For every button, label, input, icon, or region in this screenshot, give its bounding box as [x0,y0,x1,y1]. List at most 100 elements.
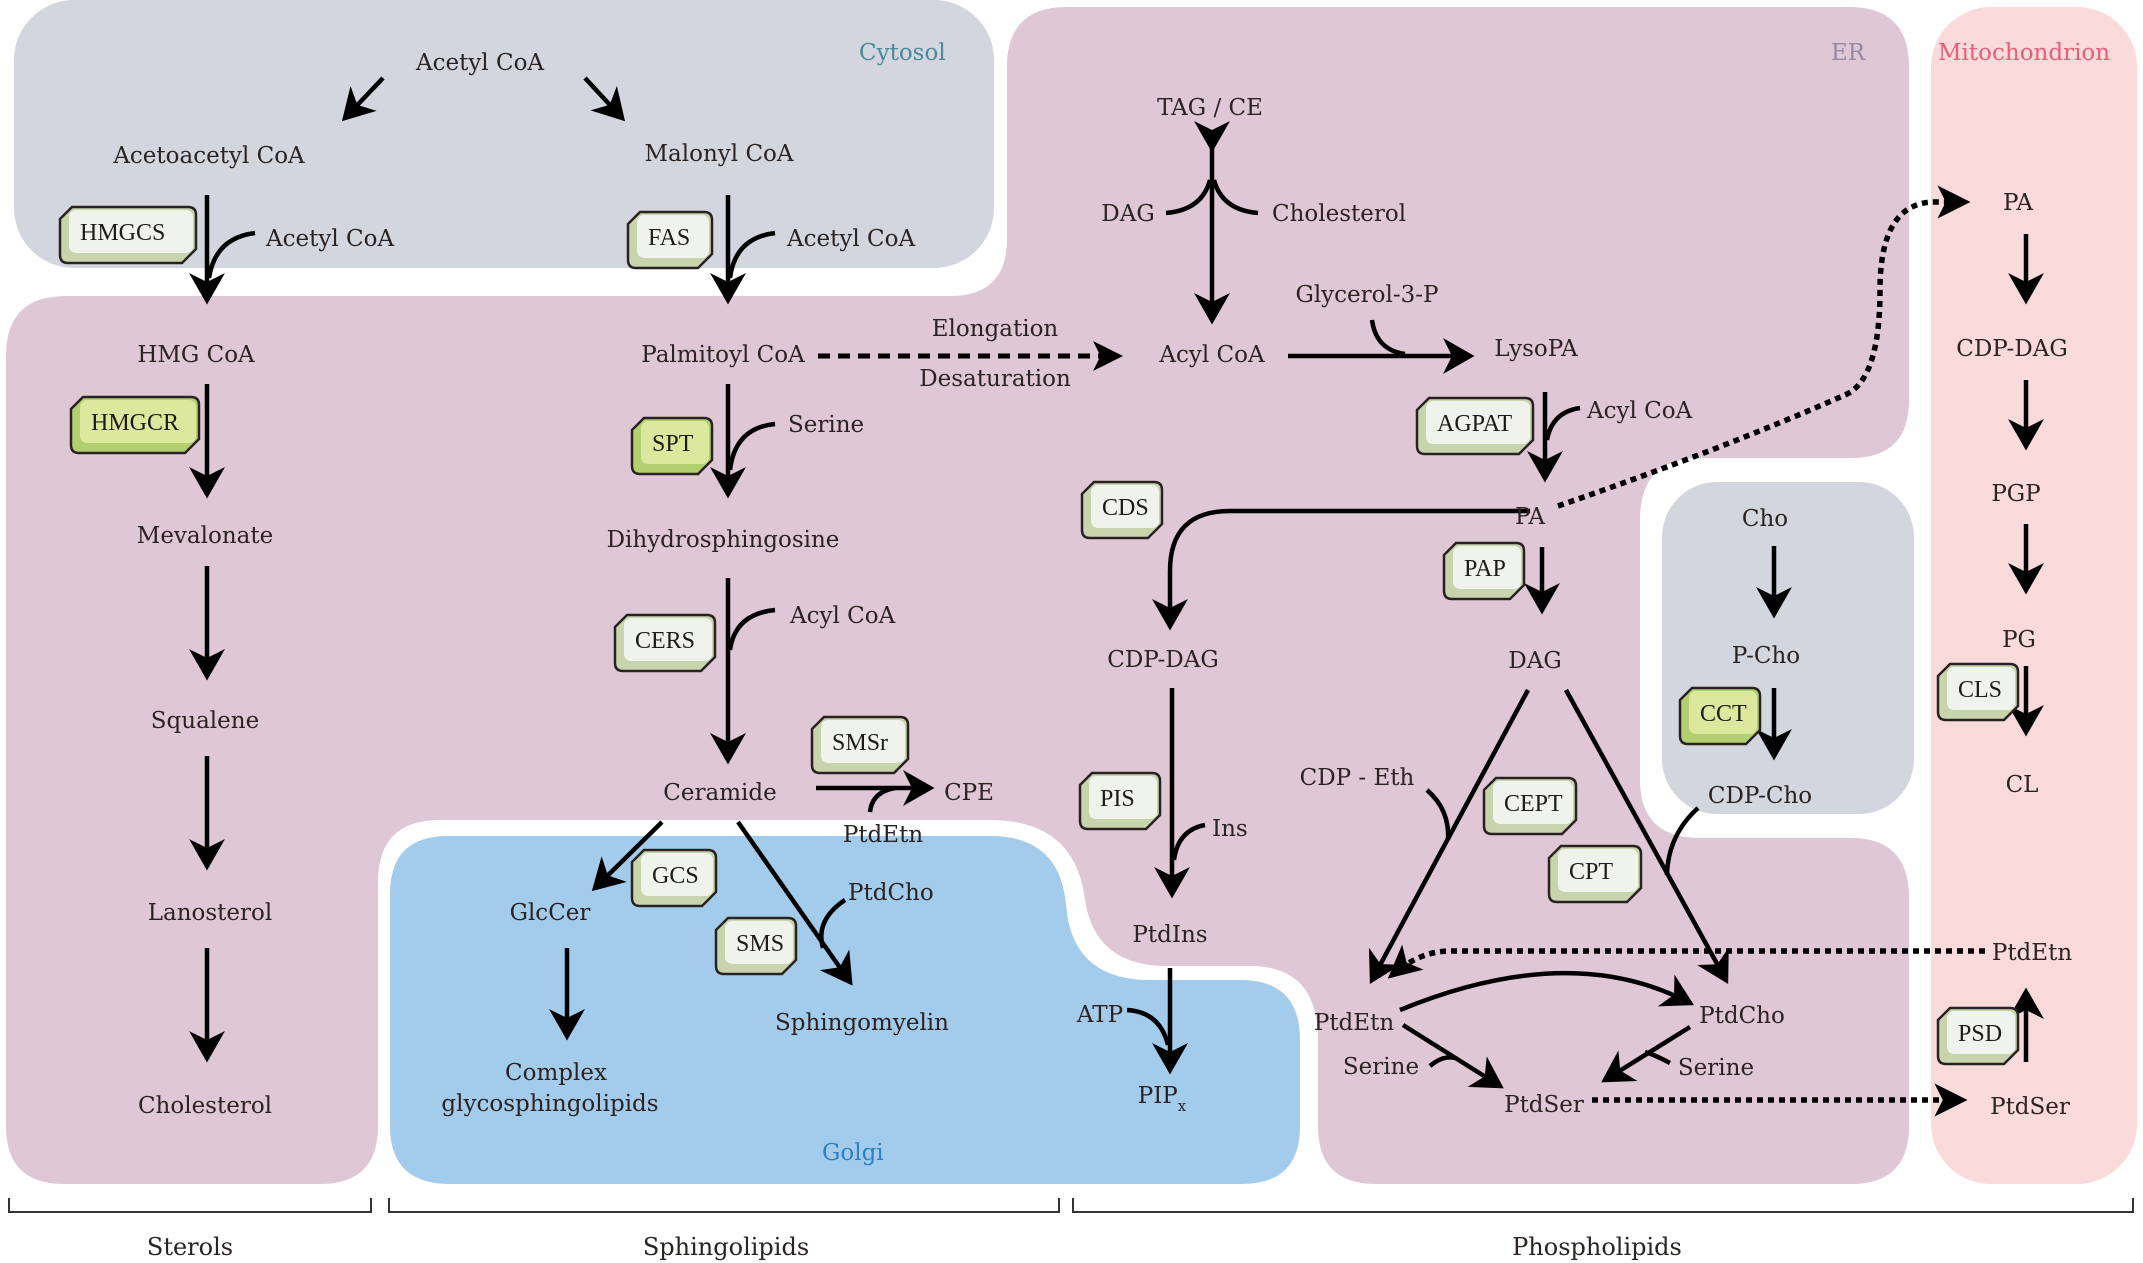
arrow-acyl-coa-join-agpat [1544,405,1581,441]
metabolite-tag-ce: TAG / CE [1157,95,1263,121]
metabolite-glycerol-3-p: Glycerol-3-P [1295,282,1438,308]
enzyme-box-face [821,720,905,763]
enzyme-box-face [641,421,709,464]
arrow-atp-join [1126,1007,1171,1046]
enzyme-label: CDS [1102,495,1149,521]
metabolite-ptdcho-sms: PtdCho [848,880,934,906]
region-label-er: ER [1831,40,1866,66]
enzyme-label: SMS [736,931,784,957]
arrow-serine-right-join [1644,1049,1672,1065]
enzyme-label: PIS [1100,786,1135,812]
arrow-ins-join-pis [1171,822,1206,861]
arrow-cdp-eth-join [1425,788,1451,841]
arrow-ceramide-to-glccer [591,820,664,892]
enzyme-label: CPT [1569,859,1613,885]
metabolite-acyl-coa-cers: Acyl CoA [789,603,896,629]
metabolite-cl: CL [2006,772,2039,798]
enzyme-box-face [641,853,713,896]
enzyme-label: SPT [652,431,694,457]
metabolite-glycosphingolipids: glycosphingolipids [441,1091,658,1117]
category-phospholipids: Phospholipids [1512,1233,1682,1261]
metabolite-ptdins: PtdIns [1132,922,1207,948]
arrow-cholesterol-join-ce [1211,179,1259,216]
enzyme-label: HMGCS [80,220,165,246]
metabolite-acyl-coa-er: Acyl CoA [1158,342,1265,368]
metabolite-acetyl-coa-hmgcs: Acetyl CoA [265,226,394,252]
enzyme-label: FAS [648,225,690,251]
metabolite-acetoacetyl-coa: Acetoacetyl CoA [112,143,305,169]
metabolite-ptdser-mito: PtdSer [1990,1094,2070,1120]
region-label-cytosol: Cytosol [859,40,946,66]
enzyme-box-face [69,210,193,253]
metabolite-cdp-eth: CDP - Eth [1300,765,1415,791]
arrow-cdp-cho-join [1664,806,1700,876]
arrow-acetyl-to-acetoacetyl [341,76,385,122]
metabolites: Acetyl CoA Acetoacetyl CoA Malonyl CoA A… [112,50,2072,1120]
category-sphingolipids: Sphingolipids [643,1233,809,1261]
region-golgi [390,836,1300,1184]
metabolite-acetyl-coa-fas: Acetyl CoA [786,226,915,252]
category-brackets: Sterols Sphingolipids Phospholipids [8,1198,2134,1261]
metabolite-ptdcho-er: PtdCho [1699,1003,1785,1029]
arrow-pa-to-cdp-dag [1152,508,1530,631]
metabolite-lysopa: LysoPA [1494,336,1578,362]
enzyme-label: SMSr [832,730,888,756]
enzyme-agpat: AGPAT [1415,396,1535,456]
arrow-ptdetn-to-ptdcho [1399,971,1694,1013]
metabolite-ptdetn-mito: PtdEtn [1992,940,2072,966]
enzyme-cpt: CPT [1547,844,1643,904]
metabolite-lanosterol: Lanosterol [148,900,273,926]
enzyme-cct: CCT [1678,686,1762,746]
enzyme-box-face [637,215,709,258]
enzyme-pap: PAP [1442,541,1526,601]
enzyme-hmgcr: HMGCR [69,395,201,455]
arrow-ptdcho-join-sms [819,898,847,949]
region-label-golgi: Golgi [822,1140,884,1166]
bracket-sphingolipids [388,1198,1060,1213]
enzyme-label: PSD [1958,1021,2002,1047]
metabolite-ins: Ins [1212,816,1248,842]
enzyme-label: CLS [1958,677,2002,703]
enzyme-box-face [725,921,793,964]
metabolite-atp: ATP [1076,1002,1123,1028]
metabolite-mevalonate: Mevalonate [137,523,273,549]
region-label-mitochondrion: Mitochondrion [1938,40,2110,66]
metabolite-ptdser-er: PtdSer [1504,1092,1584,1118]
metabolite-glccer: GlcCer [510,900,591,926]
metabolite-hmg-coa: HMG CoA [137,342,255,368]
metabolite-sphingomyelin: Sphingomyelin [775,1010,949,1036]
arrow-glycerol3p-join [1369,319,1406,357]
arrow-acyl-coa-join-cers [727,607,776,651]
metabolite-cho: Cho [1742,506,1788,532]
arrow-ptdetn-mito-to-er [1387,944,1985,979]
enzyme-hmgcs: HMGCS [58,205,198,265]
region-mitochondrion [1931,7,2137,1184]
metabolite-pgp: PGP [1991,481,2040,507]
arrows [189,76,2044,1117]
metabolite-pa-er: PA [1515,504,1545,530]
arrow-pa-er-to-mito [1557,185,1971,509]
enzyme-label: CERS [635,628,695,654]
metabolite-acetyl-coa: Acetyl CoA [415,50,544,76]
enzyme-box-face [1947,667,2015,710]
arrow-serine-join-spt [727,421,776,471]
enzyme-sms: SMS [714,916,798,976]
region-er [6,7,1909,1184]
metabolite-pipx: PIPx [1138,1083,1187,1115]
enzyme-box-face [1493,781,1573,824]
arrow-acetyl-coa-join-hmgcs [206,230,256,279]
arrow-acetyl-to-malonyl [583,76,626,122]
enzyme-cers: CERS [613,613,717,673]
region-cytosol-top [14,0,994,268]
enzyme-psd: PSD [1936,1006,2020,1066]
enzyme-label: CEPT [1504,791,1563,817]
metabolite-cdp-dag-er: CDP-DAG [1107,647,1218,673]
enzyme-pis: PIS [1078,771,1162,831]
metabolite-p-cho: P-Cho [1732,643,1800,669]
metabolite-cdp-dag-mito: CDP-DAG [1956,336,2067,362]
enzyme-gcs: GCS [630,848,718,908]
metabolite-ptdetn-smsr: PtdEtn [843,822,923,848]
enzyme-box-face [1558,849,1638,892]
